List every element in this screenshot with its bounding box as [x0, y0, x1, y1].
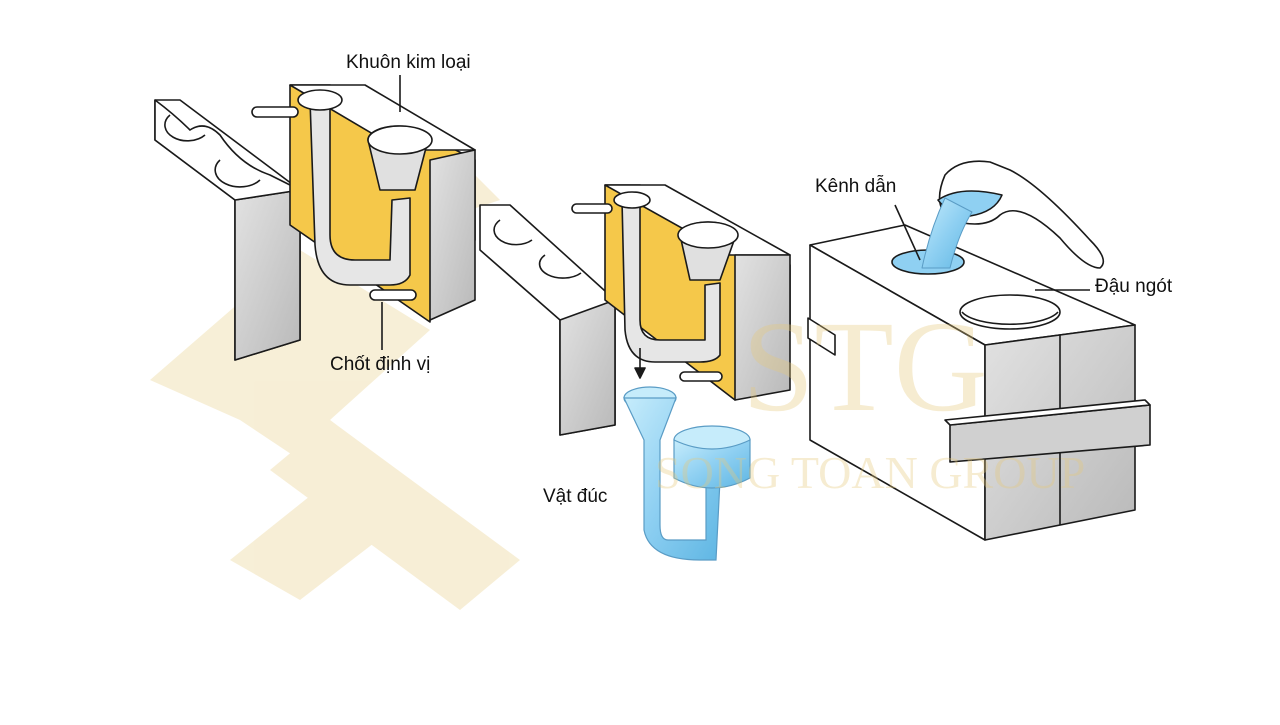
- label-casting: Vật đúc: [543, 486, 608, 507]
- label-metal-mold: Khuôn kim loại: [346, 52, 471, 73]
- pouring-ladle: [921, 160, 1105, 269]
- label-runner-channel: Kênh dẫn: [815, 176, 897, 197]
- label-locating-pin: Chốt định vị: [330, 354, 431, 375]
- casting-part: [623, 386, 751, 561]
- left-mold-open: [154, 75, 476, 361]
- left-mold-pins: [251, 106, 417, 301]
- right-mold-closed: [807, 160, 1151, 541]
- arrow-head: [634, 367, 646, 379]
- label-riser: Đậu ngót: [1095, 276, 1173, 297]
- runner-pointer: [894, 204, 921, 261]
- watermark-company: SONG TOAN GROUP: [655, 447, 1085, 498]
- middle-mold-back-half: [479, 204, 616, 436]
- middle-mold-pins: [571, 203, 723, 382]
- middle-mold-front-half: [604, 184, 791, 401]
- middle-mold-open: [479, 184, 791, 436]
- watermark-initials: STG: [742, 295, 988, 439]
- left-mold-front-half: [289, 84, 476, 323]
- left-mold-back-half: [154, 99, 301, 361]
